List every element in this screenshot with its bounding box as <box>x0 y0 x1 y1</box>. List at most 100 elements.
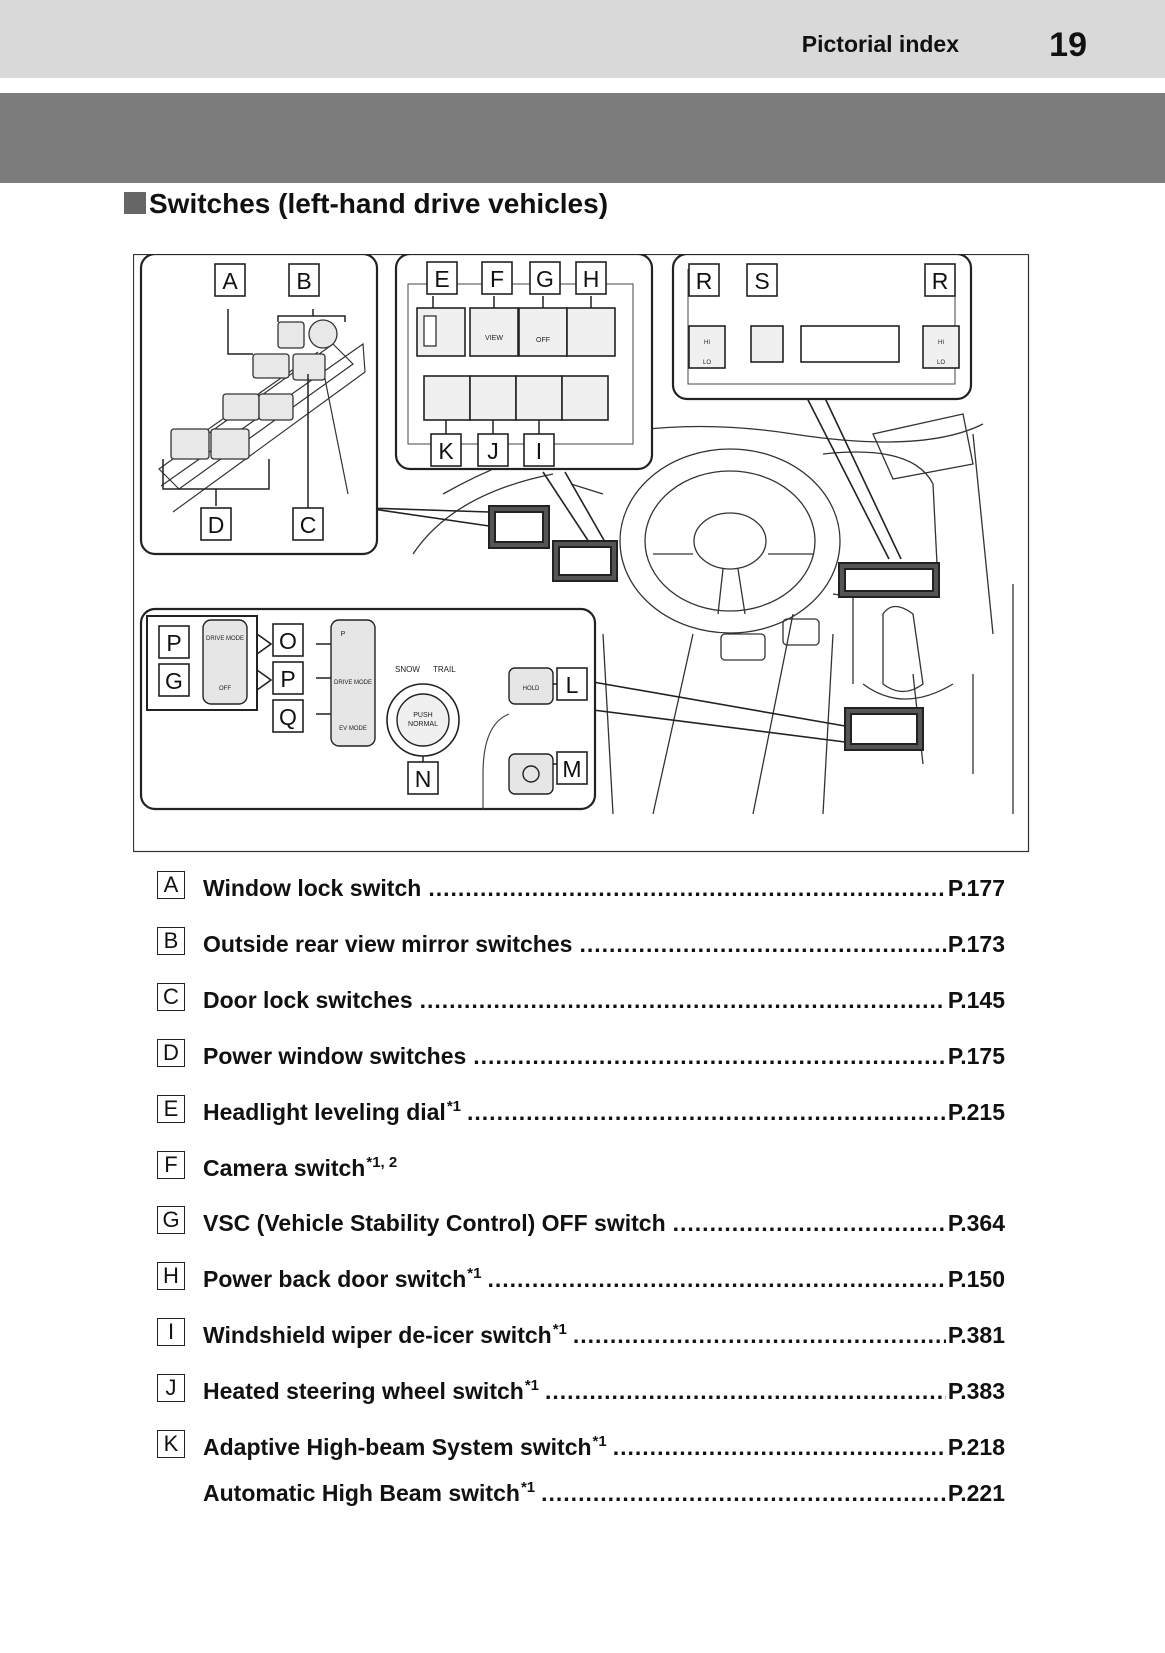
callout-D: D <box>200 507 232 541</box>
svg-text:A: A <box>222 268 238 294</box>
index-note: *1 <box>467 1265 482 1282</box>
index-letter: D <box>157 1039 185 1067</box>
callout-Q: Q <box>272 699 304 733</box>
dot-leader <box>428 875 946 902</box>
index-entry: Camera switch*1, 2 <box>203 1148 1005 1182</box>
index-label: VSC (Vehicle Stability Control) OFF swit… <box>203 1210 666 1236</box>
page-reference[interactable]: P.150 <box>947 1266 1005 1292</box>
svg-text:R: R <box>932 268 949 294</box>
index-label: Adaptive High-beam System switch <box>203 1434 592 1460</box>
page-reference[interactable]: P.383 <box>947 1378 1005 1404</box>
page-number: 19 <box>1049 26 1087 64</box>
index-label: Camera switch <box>203 1155 366 1181</box>
callout-G-left: G <box>158 663 190 697</box>
index-letter: G <box>157 1206 185 1234</box>
index-letter: K <box>157 1430 185 1458</box>
callout-G: G <box>529 261 561 295</box>
svg-text:K: K <box>438 438 454 464</box>
page-reference[interactable]: P.221 <box>947 1480 1005 1506</box>
index-entry: Door lock switches P.145 <box>203 980 1005 1014</box>
page-reference[interactable]: P.145 <box>947 987 1005 1013</box>
svg-text:G: G <box>165 668 183 694</box>
index-entry: Power window switchesP.175 <box>203 1036 1005 1070</box>
ev-mode-label: EV MODE <box>339 726 367 732</box>
p-label: P <box>341 631 346 638</box>
dot-leader <box>487 1266 945 1293</box>
off-label-2: OFF <box>219 686 231 692</box>
index-entry: Power back door switch*1 P.150 <box>203 1259 1005 1293</box>
index-entry: Windshield wiper de-icer switch*1P.381 <box>203 1315 1005 1349</box>
list-item: H Power back door switch*1P.150 <box>157 1259 1005 1293</box>
callout-K: K <box>430 433 462 467</box>
off-switch-label: OFF <box>536 337 550 344</box>
index-note: *1 <box>446 1098 462 1115</box>
index-letter: F <box>157 1151 185 1179</box>
callout-J: J <box>477 433 509 467</box>
dot-leader <box>573 1322 946 1349</box>
section-title: Switches (left-hand drive vehicles) <box>124 188 608 220</box>
trail-label: TRAIL <box>433 665 456 674</box>
page-reference[interactable]: P.215 <box>947 1099 1005 1125</box>
callout-R-left: R <box>688 263 720 297</box>
index-label: Heated steering wheel switch <box>203 1378 524 1404</box>
page-reference[interactable]: P.218 <box>947 1434 1005 1460</box>
header-band: Pictorial index 19 <box>0 0 1165 78</box>
list-item: B Outside rear view mirror switchesP.173 <box>157 924 1005 958</box>
svg-text:I: I <box>536 438 542 464</box>
svg-text:G: G <box>536 266 554 292</box>
list-item: D Power window switchesP.175 <box>157 1036 1005 1070</box>
svg-text:E: E <box>434 266 449 292</box>
index-label: Window lock switch <box>203 875 422 901</box>
page-reference[interactable]: P.173 <box>947 931 1005 957</box>
callout-S: S <box>746 263 778 297</box>
dot-leader <box>467 1099 946 1126</box>
list-item: A Window lock switch P.177 <box>157 868 1005 902</box>
index-entry: VSC (Vehicle Stability Control) OFF swit… <box>203 1203 1005 1237</box>
svg-text:P: P <box>280 666 295 692</box>
page-reference[interactable]: P.364 <box>947 1210 1005 1236</box>
svg-text:D: D <box>208 512 225 538</box>
dot-leader <box>613 1434 946 1461</box>
svg-text:O: O <box>279 628 297 654</box>
callout-P-left: P <box>158 625 190 659</box>
dot-leader <box>541 1480 946 1507</box>
index-letter: I <box>157 1318 185 1346</box>
callout-C: C <box>292 507 324 541</box>
index-letter: J <box>157 1374 185 1402</box>
list-item: K Adaptive High-beam System switch*1P.21… <box>157 1427 1005 1461</box>
callout-B: B <box>288 263 320 297</box>
page-reference[interactable]: P.381 <box>947 1322 1005 1348</box>
index-letter: A <box>157 871 185 899</box>
page-reference[interactable]: P.175 <box>947 1043 1005 1069</box>
snow-label: SNOW <box>395 665 420 674</box>
callout-R-right: R <box>924 263 956 297</box>
index-label: Power back door switch <box>203 1266 467 1292</box>
svg-text:C: C <box>300 512 317 538</box>
lower-dash-switch-panel: VIEW OFF <box>394 254 654 471</box>
push-label: PUSH <box>413 712 432 719</box>
seat-heater-hi-label-right: HI <box>938 340 944 346</box>
list-item: J Heated steering wheel switch*1P.383 <box>157 1371 1005 1405</box>
index-label: Door lock switches <box>203 987 413 1013</box>
page-reference[interactable]: P.177 <box>947 875 1005 901</box>
index-letter: C <box>157 983 185 1011</box>
svg-text:R: R <box>696 268 713 294</box>
callout-I: I <box>523 433 555 467</box>
index-note: *1 <box>520 1479 536 1496</box>
shift-console-switch-panel: DRIVE MODE OFF P DRIVE MODE EV MODE SNOW… <box>139 607 597 811</box>
drive-mode-label-1: DRIVE MODE <box>206 636 244 642</box>
background-switch-blocks <box>488 505 940 751</box>
seat-heater-hi-label: HI <box>704 340 710 346</box>
svg-text:L: L <box>566 672 579 698</box>
list-item: F Camera switch*1, 2 <box>157 1148 1005 1182</box>
dot-leader <box>420 987 946 1014</box>
dot-leader <box>473 1043 946 1070</box>
index-entry: Window lock switch P.177 <box>203 868 1005 902</box>
index-note: *1, 2 <box>366 1154 398 1171</box>
callout-H: H <box>575 261 607 295</box>
svg-text:F: F <box>490 266 504 292</box>
index-label: Headlight leveling dial <box>203 1099 446 1125</box>
seat-heater-lo-label: LO <box>703 360 711 366</box>
index-entry: Headlight leveling dial*1 P.215 <box>203 1092 1005 1126</box>
list-item: I Windshield wiper de-icer switch*1P.381 <box>157 1315 1005 1349</box>
